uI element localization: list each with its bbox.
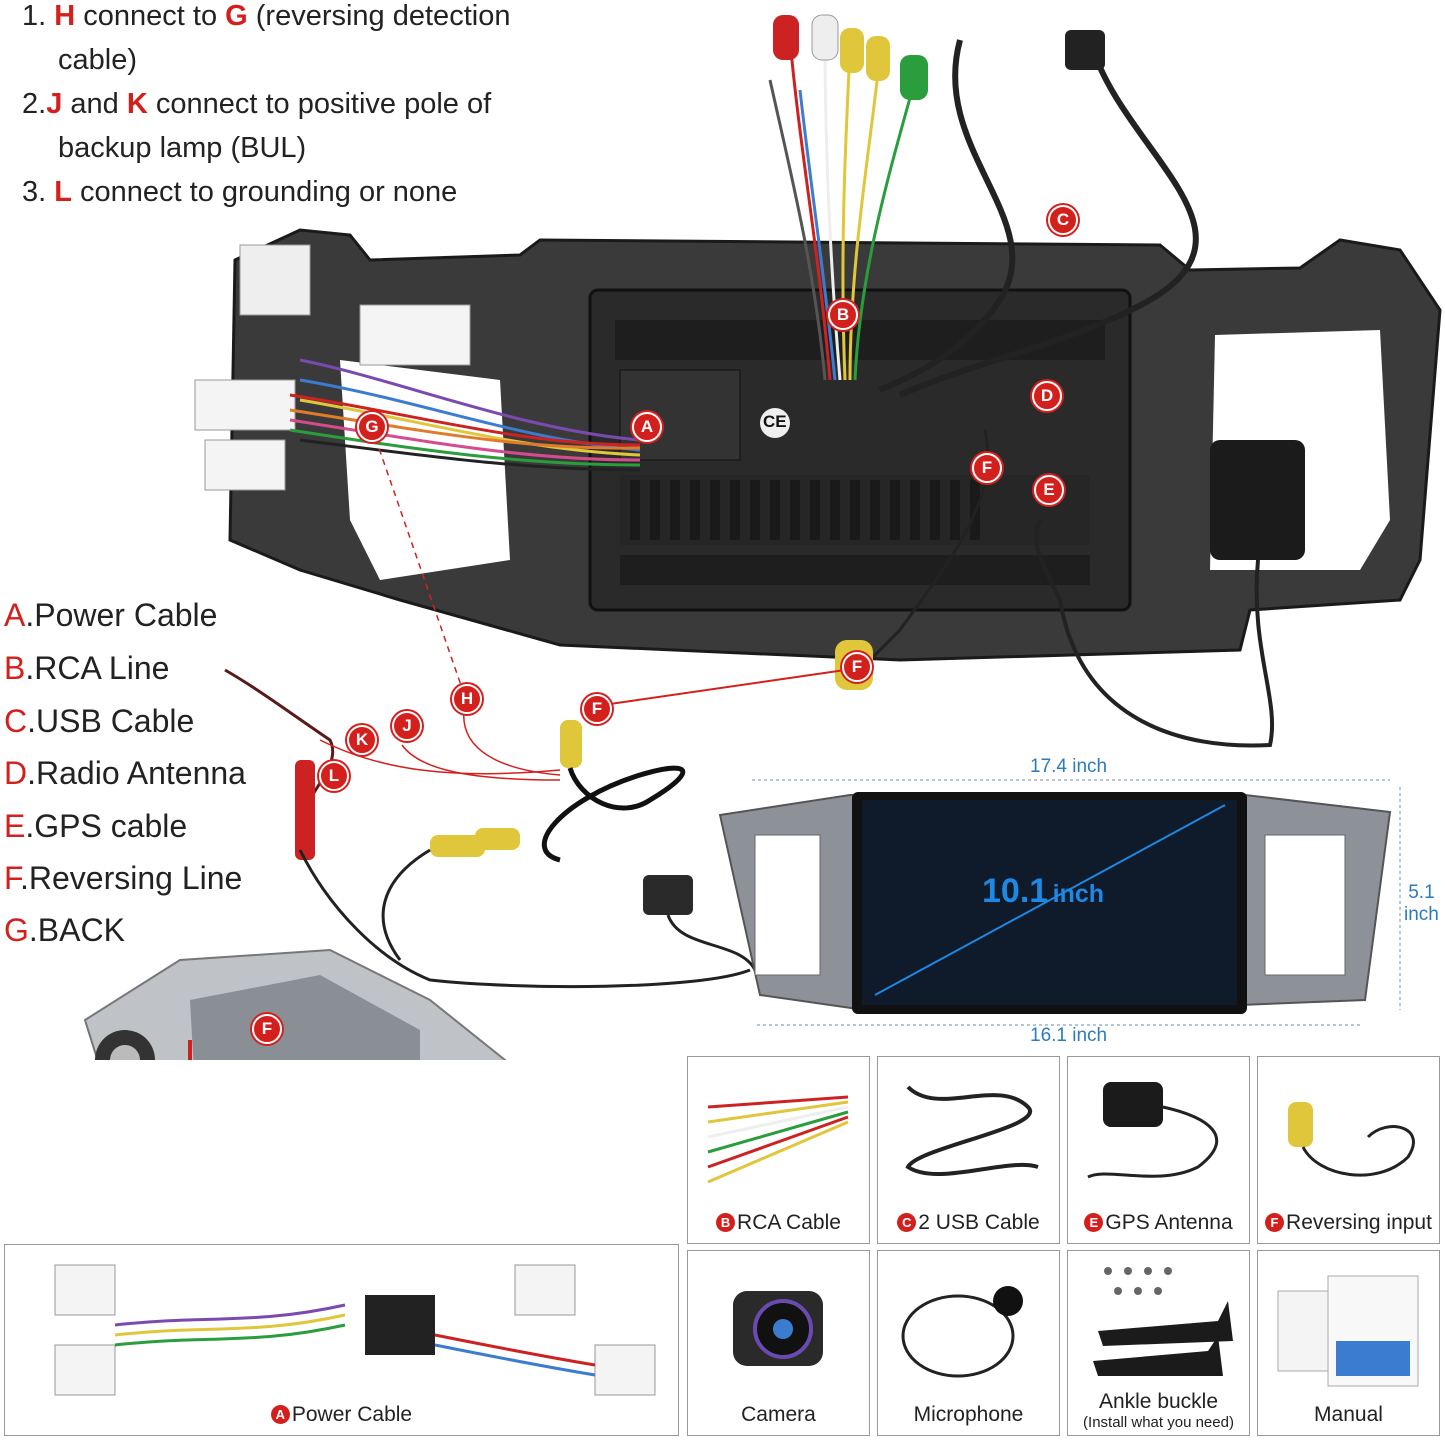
microphone-icon [901, 1286, 1023, 1378]
badge-c: C [1048, 205, 1078, 235]
badge-d: D [1032, 381, 1062, 411]
rca-cable-icon [707, 1095, 849, 1184]
legend-d: D.Radio Antenna [4, 755, 246, 791]
legend-c: C.USB Cable [4, 703, 195, 739]
badge-f-line: F [582, 694, 612, 724]
badge-f-car: F [252, 1014, 282, 1044]
accessory-camera: Camera [687, 1250, 870, 1436]
screen-size: 10.1 inch [982, 872, 1105, 910]
legend-f: F.Reversing Line [4, 860, 243, 896]
badge-f-plug: F [842, 652, 872, 682]
instruction-2: 2.J and K connect to positive pole of [22, 88, 492, 120]
badge-e: E [1034, 475, 1064, 505]
camera-icon [733, 1291, 823, 1366]
dimension-bottom: 16.1 inch [1030, 1025, 1108, 1046]
legend-b: B.RCA Line [4, 650, 170, 686]
badge-j: J [392, 711, 422, 741]
instruction-3: 3. L connect to grounding or none [22, 176, 458, 208]
legend-a: A.Power Cable [4, 597, 218, 633]
gps-antenna-icon [1087, 1082, 1219, 1179]
dimension-height: 5.1 inch [1404, 882, 1439, 925]
legend-g: G.BACK [4, 912, 125, 948]
accessory-microphone: Microphone [877, 1250, 1060, 1436]
badge-a: A [632, 412, 662, 442]
ankle-buckle-icon [1093, 1267, 1233, 1376]
badge-f-head: F [972, 453, 1002, 483]
instruction-1-cont: cable) [58, 44, 137, 76]
badge-g: G [357, 412, 387, 442]
manual-icon [1277, 1275, 1419, 1387]
instructions: 1. H connect to G (reversing detection c… [22, 0, 602, 214]
badge-l: L [319, 761, 349, 791]
usb-cable-icon [905, 1085, 1039, 1177]
wiring-illustration [83, 14, 1442, 1060]
badge-h: H [452, 684, 482, 714]
instruction-2-cont: backup lamp (BUL) [58, 132, 307, 164]
ce-mark: CE [763, 412, 787, 431]
legend-e: E.GPS cable [4, 808, 188, 844]
badge-k: K [347, 725, 377, 755]
dimension-top: 17.4 inch [1030, 756, 1108, 777]
power-cable-icon [54, 1264, 656, 1396]
reversing-input-icon [1288, 1102, 1415, 1177]
accessory-manual: Manual [1257, 1250, 1440, 1436]
instruction-1: 1. H connect to G (reversing detection [22, 0, 511, 32]
badge-b: B [828, 300, 858, 330]
accessory-ankle-buckle: Ankle buckle (Install what you need) [1067, 1250, 1250, 1436]
